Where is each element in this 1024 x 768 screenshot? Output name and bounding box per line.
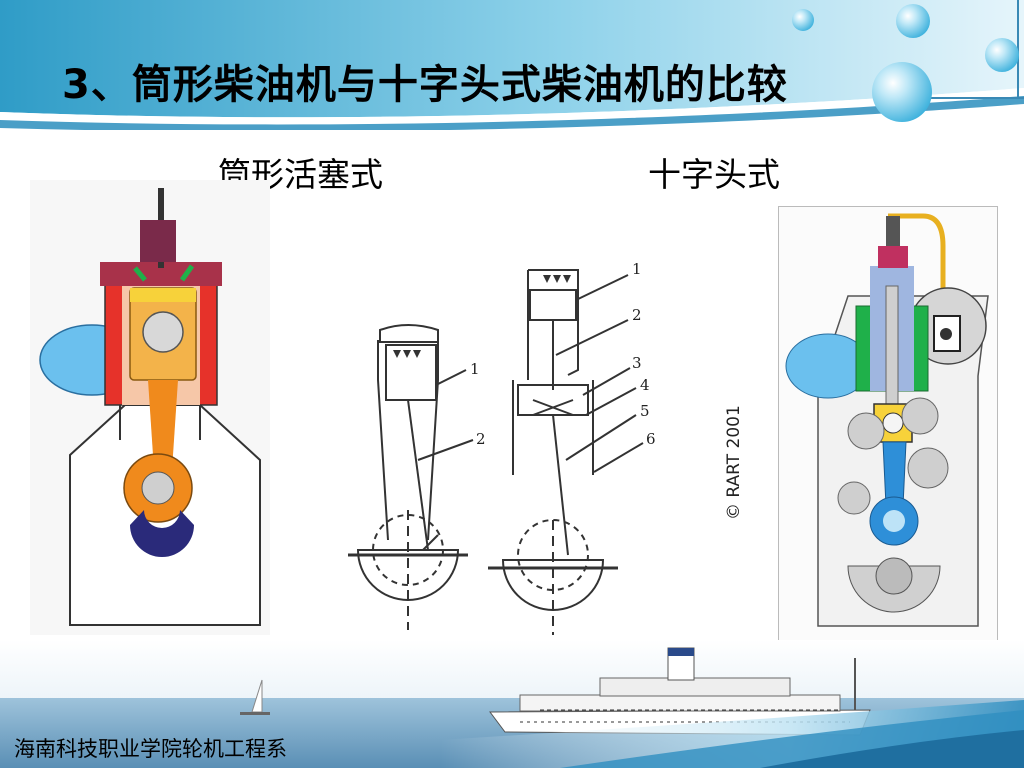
crosshead-engine-illustration xyxy=(778,206,998,641)
bubble-decoration xyxy=(896,4,930,38)
page-title: 3、筒形柴油机与十字头式柴油机的比较 xyxy=(62,62,788,108)
ship-sea-banner xyxy=(0,640,1024,768)
trunk-engine-illustration xyxy=(30,180,270,635)
crosshead-part-number-5: 5 xyxy=(640,402,650,420)
crosshead-part-number-4: 4 xyxy=(640,376,650,394)
crosshead-part-number-1: 1 xyxy=(632,260,642,278)
header-band xyxy=(0,0,1024,130)
comparison-line-diagram: 1 2 1 2 3 4 5 6 xyxy=(348,260,656,635)
trunk-part-number-1: 1 xyxy=(470,360,480,378)
footer-institution: 海南科技职业学院轮机工程系 xyxy=(14,737,287,761)
bubble-decoration xyxy=(985,38,1019,72)
trunk-part-number-2: 2 xyxy=(476,430,486,448)
crosshead-part-number-2: 2 xyxy=(632,306,642,324)
crosshead-part-number-3: 3 xyxy=(632,354,642,372)
copyright-notice: © RART 2001 xyxy=(724,405,744,520)
crosshead-part-number-6: 6 xyxy=(646,430,656,448)
crosshead-label: 十字头式 xyxy=(648,155,780,194)
bubble-decoration xyxy=(872,62,932,122)
bubble-decoration xyxy=(792,9,814,31)
